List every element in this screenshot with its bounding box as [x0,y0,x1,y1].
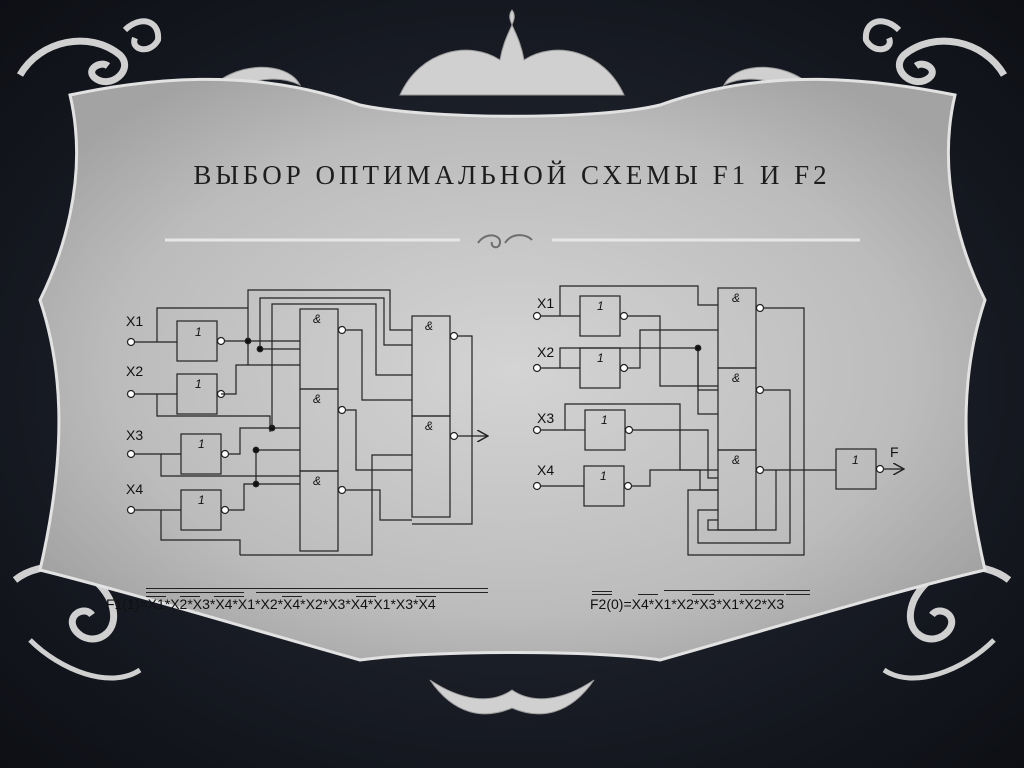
circuit-f1: X1 X2 X3 X4 1 1 1 1 [126,289,488,556]
f2-not-gate-label: 1 [597,299,604,313]
slide-title: ВЫБОР ОПТИМАЛЬНОЙ СХЕМЫ F1 И F2 [193,160,831,190]
f1-and-gate-label: & [425,319,433,333]
f1-input-label: X4 [126,481,143,497]
f2-input-terminal [532,363,542,373]
f1-not-gate-label: 1 [198,493,205,507]
f2-and-gate-label: & [732,371,740,385]
f1-and-gate-label: & [425,419,433,433]
content-panel [38,77,987,662]
f2-not-gate-label: 1 [601,413,608,427]
f1-formula: F1(1)=X1*X2*X3*X4*X1*X2*X4*X2*X3*X4*X1*X… [106,596,436,612]
title-divider [165,234,860,249]
f1-and-gate-label: & [313,474,321,488]
f1-and-gate-label: & [313,312,321,326]
f2-output-gate-label: 1 [852,453,859,467]
f1-input-terminal [126,389,136,399]
f1-and-gate-label: & [313,392,321,406]
f1-input-terminal [126,505,136,515]
f1-not-gate-label: 1 [195,325,202,339]
f1-not-gate-label: 1 [198,437,205,451]
f2-input-terminal [532,311,542,321]
f1-input-label: X1 [126,313,143,329]
f1-and-gate [411,415,451,518]
f2-input-label: X3 [537,410,554,426]
f1-input-label: X2 [126,363,143,379]
f1-and-gate [299,470,339,552]
f2-input-label: X1 [537,295,554,311]
f2-not-gate-label: 1 [600,469,607,483]
f2-input-label: X4 [537,462,554,478]
f1-input-label: X3 [126,427,143,443]
f2-input-label: X2 [537,344,554,360]
f1-input-terminal [126,449,136,459]
f2-output-label: F [890,444,899,460]
f2-formula: F2(0)=X4*X1*X2*X3*X1*X2*X3 [590,596,785,612]
f2-and-gate-label: & [732,291,740,305]
f1-input-terminal [126,337,136,347]
f2-not-gate-label: 1 [597,351,604,365]
f2-input-terminal [532,425,542,435]
f2-input-terminal [532,481,542,491]
f2-and-gate-label: & [732,453,740,467]
f1-not-gate-label: 1 [195,377,202,391]
circuit-f2: X1 X2 X3 X4 1 1 1 1 & & & [532,285,905,556]
